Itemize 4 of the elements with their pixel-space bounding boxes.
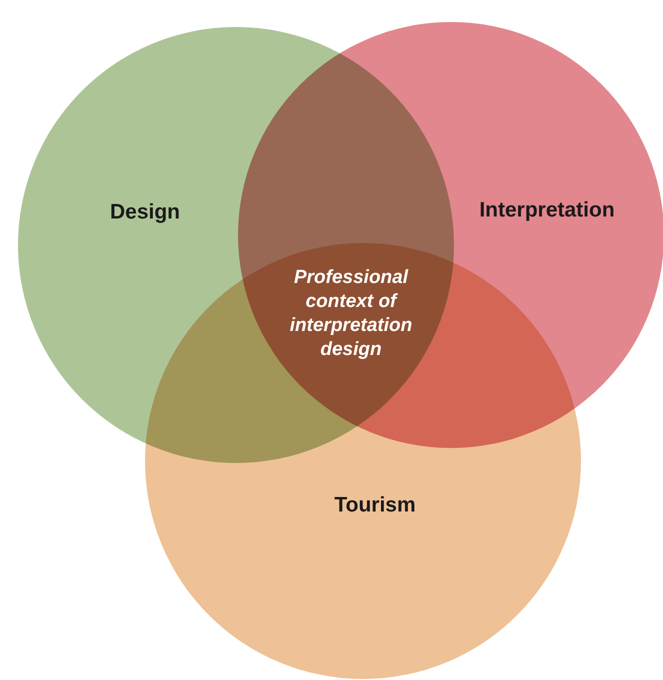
circle-label: Tourism <box>334 492 416 518</box>
center-label: Professional context of interpretation design <box>288 266 414 362</box>
circle-label: Interpretation <box>479 197 615 224</box>
circle-label: Design <box>110 199 180 226</box>
